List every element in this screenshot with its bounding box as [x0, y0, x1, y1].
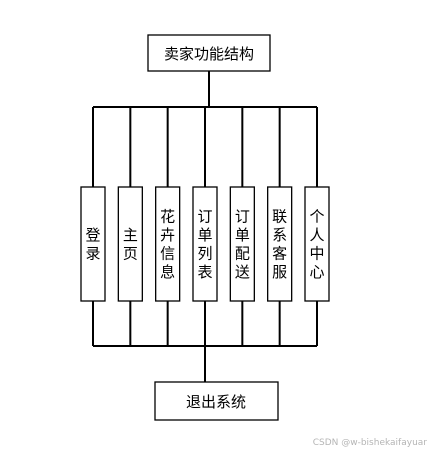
module-label: 订单配送: [235, 207, 250, 281]
module-node: 个人中心: [304, 186, 330, 302]
module-box: [192, 186, 218, 302]
module-box: [267, 186, 293, 302]
module-box: [304, 186, 330, 302]
module-node: 花卉信息: [155, 186, 181, 302]
module-node: 联系客服: [267, 186, 293, 302]
module-node: 订单配送: [229, 186, 255, 302]
exit-label: 退出系统: [186, 393, 246, 411]
root-box: [147, 34, 271, 72]
module-label: 个人中心: [309, 207, 324, 281]
module-label: 订单列表: [197, 207, 212, 281]
module-box: [80, 186, 106, 302]
module-node: 订单列表: [192, 186, 218, 302]
module-box: [155, 186, 181, 302]
module-label: 花卉信息: [160, 207, 175, 281]
module-node: 主页: [117, 186, 143, 302]
root-label: 卖家功能结构: [164, 45, 254, 63]
module-label: 联系客服: [272, 207, 287, 281]
watermark: CSDN @w-bishekaifayuar: [312, 438, 427, 448]
module-label: 主页: [123, 226, 138, 263]
module-node: 登录: [80, 186, 106, 302]
root-node: 卖家功能结构: [147, 34, 271, 72]
module-label: 登录: [85, 226, 100, 263]
connector-lines: [92, 71, 318, 382]
exit-box: [154, 381, 279, 421]
module-box: [117, 186, 143, 302]
exit-node: 退出系统: [154, 381, 279, 421]
module-box: [229, 186, 255, 302]
